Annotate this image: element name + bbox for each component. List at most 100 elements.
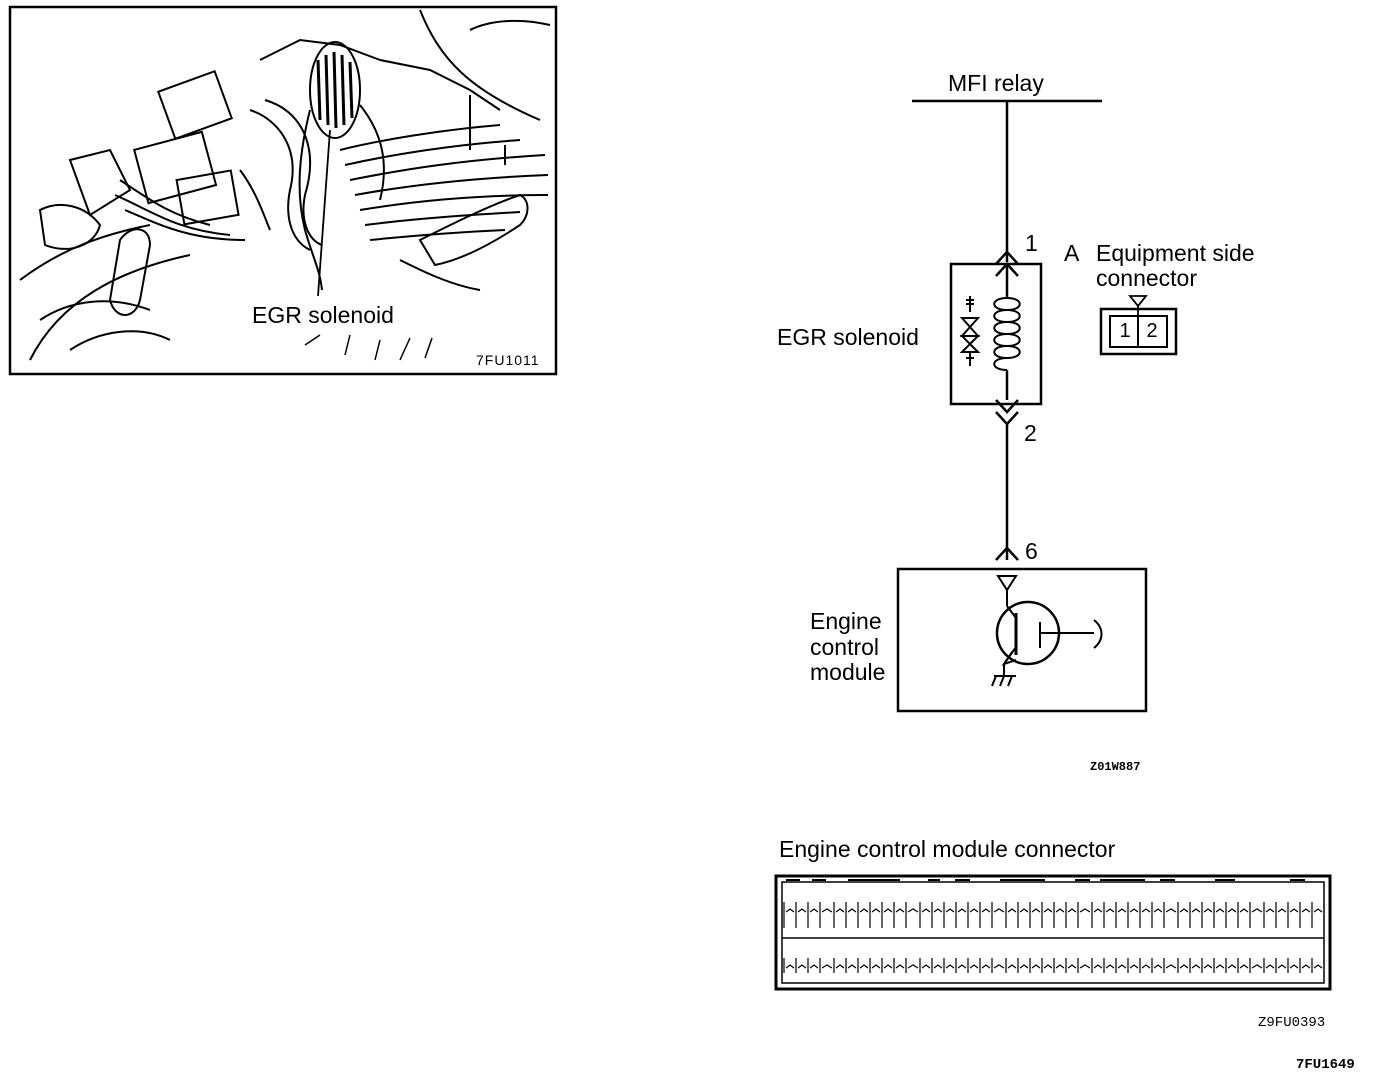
pin-cell-mark bbox=[945, 908, 955, 913]
pin-cell-mark bbox=[1239, 908, 1249, 913]
page-figure-code: 7FU1649 bbox=[1296, 1057, 1355, 1073]
pin-cell-mark bbox=[907, 908, 919, 913]
ecm-connector-pinout bbox=[774, 874, 1332, 991]
pin-cell-mark bbox=[847, 908, 857, 913]
ecm-box bbox=[896, 567, 1148, 713]
pin-cell-mark bbox=[1251, 908, 1263, 913]
pin-cell-mark bbox=[933, 908, 943, 913]
pin-cell-mark bbox=[981, 908, 991, 913]
pin-cell-mark bbox=[1165, 908, 1177, 913]
pin-cell-mark bbox=[933, 964, 943, 969]
pin-6-connector bbox=[995, 546, 1019, 561]
pin-2-label: 2 bbox=[1024, 420, 1037, 446]
engine-bay-illustration bbox=[8, 5, 558, 376]
ecm-connector-figure-code: Z9FU0393 bbox=[1258, 1015, 1326, 1031]
pin-cell-mark bbox=[821, 908, 833, 913]
pin-cell-mark bbox=[1265, 908, 1275, 913]
pin-cell-mark bbox=[1313, 964, 1323, 969]
pin-cell-mark bbox=[1019, 964, 1029, 969]
pin-cell-mark bbox=[1153, 964, 1163, 969]
pin-cell-mark bbox=[1117, 908, 1127, 913]
mfi-relay-label: MFI relay bbox=[948, 70, 1044, 96]
ecm-connector-title: Engine control module connector bbox=[779, 836, 1116, 862]
pin-cell-mark bbox=[1019, 908, 1029, 913]
photo-figure-code: 7FU1011 bbox=[476, 352, 540, 368]
pin-cell-mark bbox=[921, 964, 931, 969]
valve-symbol bbox=[959, 296, 981, 366]
pin-cell-mark bbox=[821, 964, 833, 969]
egr-solenoid-label: EGR solenoid bbox=[777, 324, 919, 350]
pin-cell-mark bbox=[1141, 964, 1151, 969]
pin-cell-mark bbox=[1179, 908, 1189, 913]
pin-cell-mark bbox=[1067, 908, 1077, 913]
pin-cell-mark bbox=[785, 964, 795, 969]
pin-cell-mark bbox=[1203, 908, 1213, 913]
pin-cell-mark bbox=[835, 908, 845, 913]
pin-cell-mark bbox=[1079, 964, 1091, 969]
pin-cell-mark bbox=[907, 964, 919, 969]
pin-cell-mark bbox=[1031, 964, 1041, 969]
pin-cell-mark bbox=[1227, 964, 1237, 969]
pin-cell-mark bbox=[1129, 964, 1139, 969]
pin-cell-mark bbox=[1313, 908, 1323, 913]
pin-cell-mark bbox=[993, 908, 1005, 913]
pin-cell-mark bbox=[859, 908, 869, 913]
pin-cell-mark bbox=[1239, 964, 1249, 969]
connector-pin-1: 1 bbox=[1119, 320, 1131, 342]
pin-cell-mark bbox=[859, 964, 869, 969]
pin-cell-mark bbox=[1141, 908, 1151, 913]
pin-cell-mark bbox=[883, 908, 893, 913]
pin-cell-mark bbox=[871, 964, 881, 969]
pin-cell-mark bbox=[1129, 908, 1139, 913]
pin-cell-mark bbox=[895, 908, 905, 913]
pin-cell-mark bbox=[1055, 908, 1065, 913]
pin-cell-mark bbox=[1007, 964, 1017, 969]
pin-cell-mark bbox=[871, 908, 881, 913]
ecm-label-line3: module bbox=[810, 659, 886, 685]
pin-cell-mark bbox=[1301, 964, 1311, 969]
pin-cell-mark bbox=[1093, 964, 1103, 969]
pin-1-label: 1 bbox=[1025, 230, 1038, 256]
pin-cell-mark bbox=[1203, 964, 1213, 969]
pin-cell-mark bbox=[1031, 908, 1041, 913]
pin-cell-mark bbox=[1079, 908, 1091, 913]
pin-cell-mark bbox=[957, 908, 967, 913]
pin-cell-mark bbox=[1153, 908, 1163, 913]
pin-cell-mark bbox=[785, 908, 795, 913]
pin-cell-mark bbox=[809, 964, 819, 969]
circuit-schematic bbox=[896, 99, 1178, 713]
pin-cell-mark bbox=[1055, 964, 1065, 969]
photo-egr-solenoid-label: EGR solenoid bbox=[252, 302, 394, 328]
pin-cell-mark bbox=[809, 908, 819, 913]
ecm-label-line1: Engine bbox=[810, 608, 882, 634]
connector-caption-line1: Equipment side bbox=[1096, 240, 1255, 266]
pin-cell-mark bbox=[1117, 964, 1127, 969]
pin-cell-mark bbox=[1165, 964, 1177, 969]
pin-cell-mark bbox=[883, 964, 893, 969]
pin-cell-mark bbox=[1289, 908, 1299, 913]
ecm-label-line2: control bbox=[810, 634, 880, 660]
connector-letter: A bbox=[1064, 240, 1080, 266]
pin-cell-mark bbox=[969, 964, 979, 969]
pin-cell-mark bbox=[797, 908, 807, 913]
pin-cell-mark bbox=[1277, 908, 1287, 913]
pin-cell-mark bbox=[1277, 964, 1287, 969]
connector-caption-line2: connector bbox=[1096, 265, 1198, 291]
pin-cell-mark bbox=[1215, 964, 1225, 969]
pin-cell-mark bbox=[1043, 908, 1053, 913]
pin-cell-mark bbox=[1265, 964, 1275, 969]
pin-cell-mark bbox=[1067, 964, 1077, 969]
pin-cell-mark bbox=[1289, 964, 1299, 969]
pin-cell-mark bbox=[1093, 908, 1103, 913]
pin-cell-mark bbox=[1105, 964, 1115, 969]
pin-cell-mark bbox=[957, 964, 967, 969]
equipment-connector-icon bbox=[1099, 295, 1178, 356]
pin-cell-mark bbox=[1043, 964, 1053, 969]
pin-cell-mark bbox=[1105, 908, 1115, 913]
pin-cell-mark bbox=[1251, 964, 1263, 969]
pin-cell-mark bbox=[1215, 908, 1225, 913]
pin-cell-mark bbox=[1007, 908, 1017, 913]
pin-cell-mark bbox=[921, 908, 931, 913]
pin-cell-mark bbox=[895, 964, 905, 969]
pin-cell-mark bbox=[847, 964, 857, 969]
